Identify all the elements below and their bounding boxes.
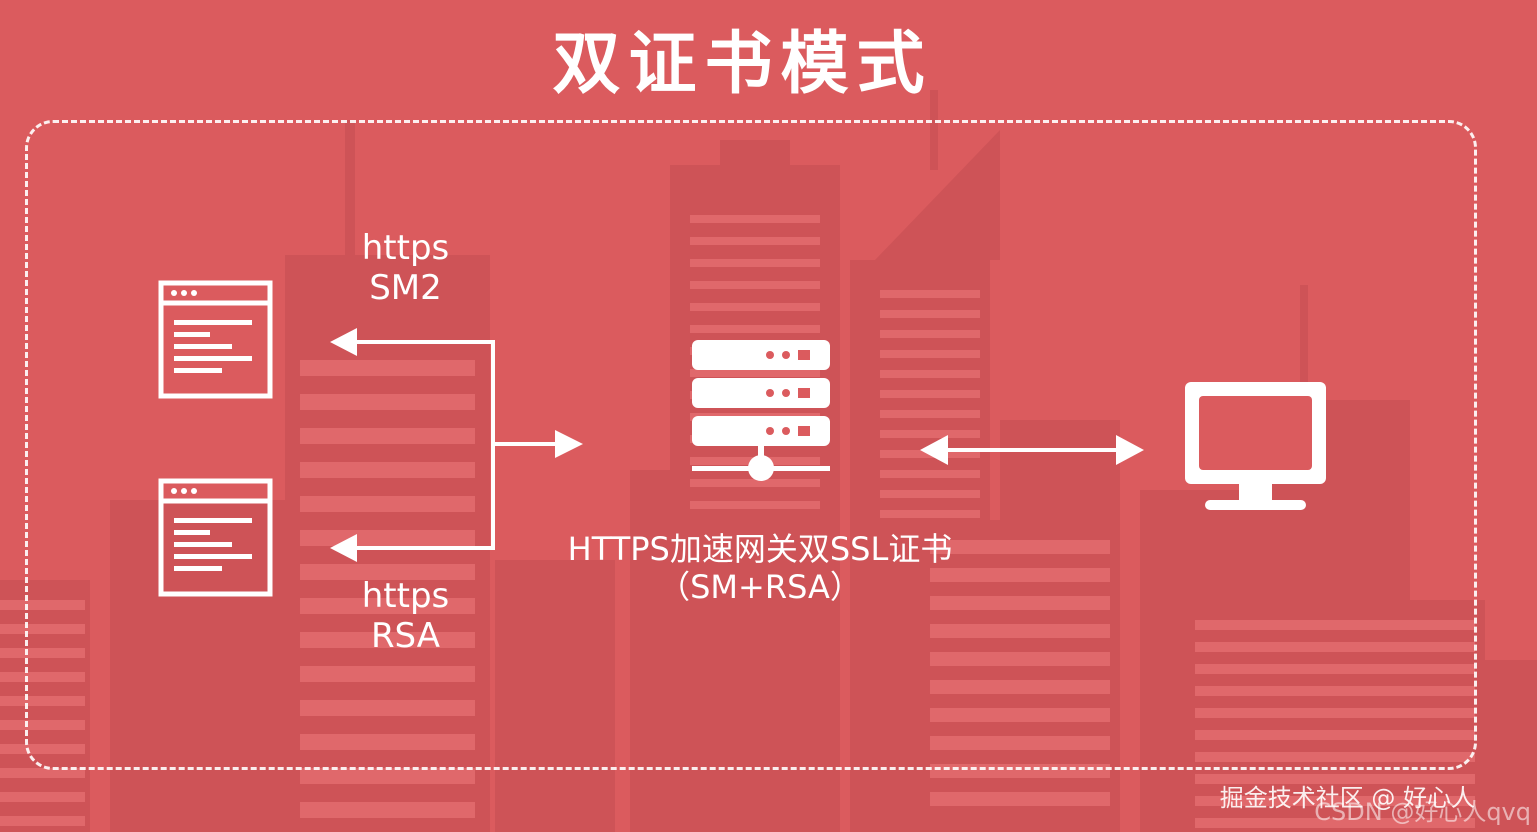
gateway-label-line2: （SM+RSA） [658, 568, 862, 606]
gateway-label-line1: HTTPS加速网关双SSL证书 [567, 530, 953, 568]
arrow-right-icon [555, 430, 583, 458]
rsa-algo-text: RSA [370, 616, 441, 656]
arrow-left-top-icon [330, 328, 357, 356]
arrow-left-bottom-icon [330, 534, 357, 562]
browser-window-icon [158, 478, 273, 597]
sm2-protocol-text: https [361, 228, 450, 268]
sm2-algo-text: SM2 [369, 268, 442, 308]
gateway-label: HTTPS加速网关双SSL证书 （SM+RSA） [505, 530, 1015, 606]
branch-arrows [330, 328, 583, 562]
browser-window-icon [158, 280, 273, 399]
monitor-icon [1185, 382, 1326, 510]
page-title: 双证书模式 [552, 25, 933, 104]
watermark-juejin: 掘金技术社区 @ 好心人 [1219, 784, 1475, 812]
bidirectional-arrow-icon [920, 435, 1144, 465]
rsa-protocol-text: https [361, 576, 450, 616]
rsa-label: https RSA [338, 576, 473, 656]
sm2-label: https SM2 [338, 228, 473, 308]
watermark-csdn: CSDN @好心人qvq [1314, 798, 1531, 826]
diagram-frame [25, 120, 1477, 770]
server-rack-icon [692, 340, 830, 481]
